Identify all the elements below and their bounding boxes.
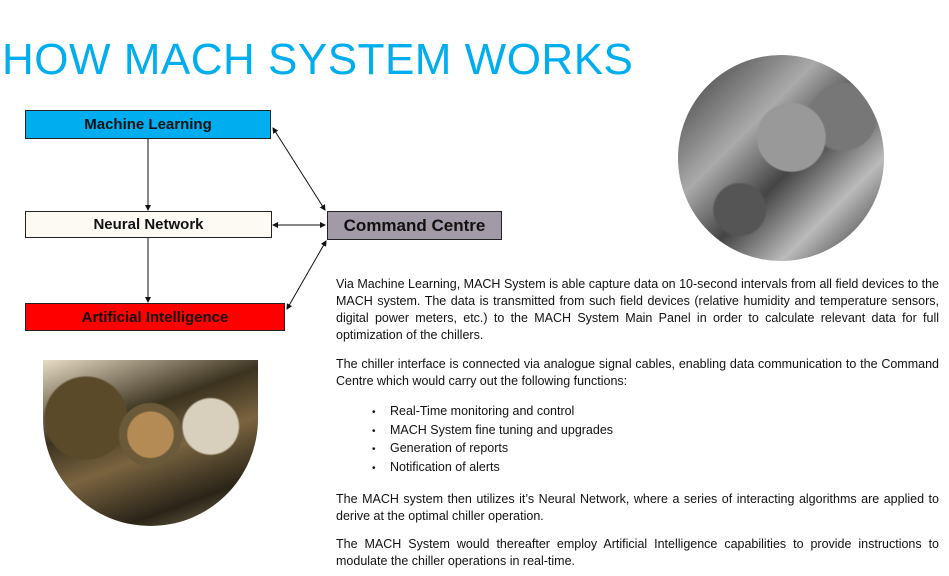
node-artificial-intelligence: Artificial Intelligence <box>25 303 285 331</box>
bronze-gears-image <box>43 360 258 526</box>
list-item: Generation of reports <box>372 440 613 459</box>
paragraph-chiller-interface: The chiller interface is connected via a… <box>336 357 939 388</box>
node-neural-network: Neural Network <box>25 211 272 238</box>
page-title: HOW MACH SYSTEM WORKS <box>2 35 634 84</box>
node-machine-learning: Machine Learning <box>25 110 271 139</box>
paragraph-artificial-intelligence: The MACH System would thereafter employ … <box>336 537 939 568</box>
list-item: Real-Time monitoring and control <box>372 403 613 422</box>
functions-list: Real-Time monitoring and control MACH Sy… <box>372 403 613 477</box>
paragraph-neural-network: The MACH system then utilizes it’s Neura… <box>336 492 939 523</box>
node-command-centre: Command Centre <box>327 211 502 240</box>
paragraph-machine-learning: Via Machine Learning, MACH System is abl… <box>336 277 939 342</box>
watch-gears-image <box>678 55 884 261</box>
list-item: Notification of alerts <box>372 459 613 478</box>
list-item: MACH System fine tuning and upgrades <box>372 422 613 441</box>
